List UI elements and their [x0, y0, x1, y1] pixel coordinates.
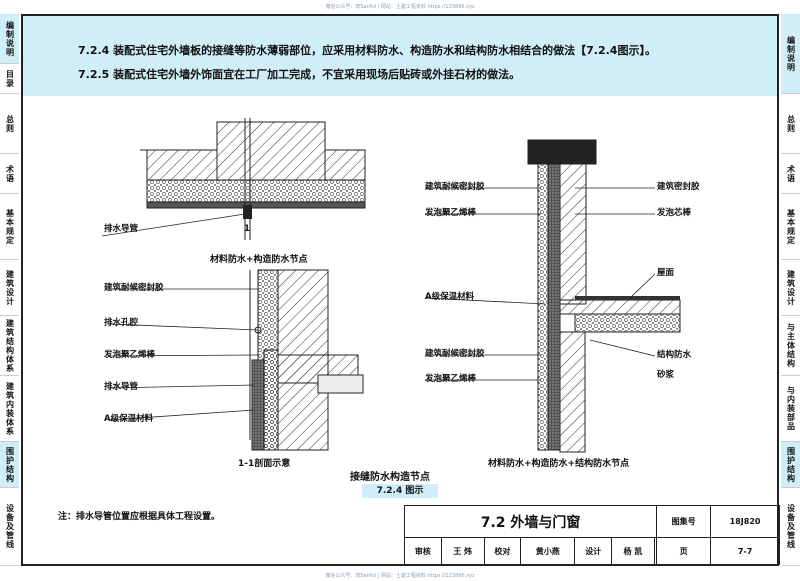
page-frame	[21, 14, 779, 566]
clause-header	[23, 16, 777, 96]
atlas-label: 图集号	[656, 505, 712, 538]
page-number: 7-7	[710, 537, 780, 565]
right-tab-zongze[interactable]: 总则	[781, 94, 800, 154]
watermark-top: 微信公众号：筑Sanful | 网站：土建工程资料 https://123896…	[325, 4, 475, 10]
right-tab-weihu[interactable]: 围护结构	[781, 442, 800, 488]
right-tab-neizhuang[interactable]: 与内装部品	[781, 376, 800, 442]
caption-top-detail: 材料防水+构造防水节点	[210, 255, 308, 265]
page-label: 页	[656, 537, 712, 565]
label-right-foam-top: 发泡聚乙烯棒	[425, 208, 477, 218]
title-block: 7.2 外墙与门窗 图集号 18J820 审核 王 炜 校对 黄小燕 设计 杨 …	[403, 505, 780, 565]
detail-section-1-1	[249, 269, 364, 451]
label-foam-core-rod: 发泡芯棒	[657, 208, 692, 218]
label-drain-cavity: 排水孔腔	[104, 318, 139, 328]
review-label: 审核	[404, 537, 442, 565]
clause-7-2-5: 7.2.5 装配式住宅外墙外饰面宜在工厂加工完成，不宜采用现场后贴砖或外挂石材的…	[78, 68, 521, 81]
right-tab-jianzhu[interactable]: 建筑设计	[781, 260, 800, 316]
detail-material-construction-top	[140, 118, 366, 240]
left-tab-bianzhi[interactable]: 编制说明	[0, 14, 19, 64]
design-name: 杨 凯	[611, 537, 655, 565]
left-tab-shuyu[interactable]: 术语	[0, 154, 19, 194]
caption-main: 接缝防水构造节点	[350, 472, 430, 483]
label-right-insulation: A级保温材料	[425, 292, 475, 302]
review-name: 王 炜	[440, 537, 485, 565]
right-tab-zhuti[interactable]: 与主体结构	[781, 316, 800, 376]
left-tab-jiben[interactable]: 基本规定	[0, 194, 19, 260]
caption-right-detail: 材料防水+构造防水+结构防水节点	[488, 459, 630, 469]
label-roof: 屋面	[657, 268, 675, 278]
left-tab-jiegou[interactable]: 建筑结构体系	[0, 316, 19, 376]
label-drain-pipe-section: 排水导管	[104, 382, 139, 392]
label-right-sealant-bottom: 建筑耐候密封胶	[425, 349, 485, 359]
leader-lines	[101, 187, 656, 421]
label-structural-waterproof: 结构防水	[657, 350, 692, 360]
label-sealant-section: 建筑耐候密封胶	[104, 283, 164, 293]
left-tab-jianzhu[interactable]: 建筑设计	[0, 260, 19, 316]
design-label: 设计	[574, 537, 613, 565]
check-name: 黄小燕	[520, 537, 576, 565]
section-mark: 1	[244, 224, 250, 234]
footnote: 注：排水导管位置应根据具体工程设置。	[58, 512, 221, 522]
label-right-sealant-top: 建筑耐候密封胶	[425, 182, 485, 192]
title-block-title: 7.2 外墙与门窗	[403, 505, 658, 538]
label-right-foam-bottom: 发泡聚乙烯棒	[425, 374, 477, 384]
caption-section-1-1: 1-1剖面示意	[238, 459, 291, 469]
figure-number: 7.2.4 图示	[362, 484, 438, 498]
left-tab-zongze[interactable]: 总则	[0, 94, 19, 154]
left-tab-shebei[interactable]: 设备及管线	[0, 488, 19, 566]
left-tab-neizhuang[interactable]: 建筑内装体系	[0, 376, 19, 442]
label-foam-rod-section: 发泡聚乙烯棒	[104, 350, 156, 360]
label-building-sealant: 建筑密封胶	[657, 182, 700, 192]
right-tab-shebei[interactable]: 设备及管线	[781, 488, 800, 566]
signature-area	[653, 537, 658, 565]
label-mortar: 砂浆	[657, 370, 675, 380]
left-tab-mulu[interactable]: 目录	[0, 64, 19, 94]
watermark-bottom: 微信公众号：筑Sanful | 网站：土建工程资料 https://123896…	[325, 573, 475, 579]
clause-7-2-4: 7.2.4 装配式住宅外墙板的接缝等防水薄弱部位，应采用材料防水、构造防水和结构…	[78, 44, 656, 57]
check-label: 校对	[483, 537, 522, 565]
atlas-number: 18J820	[710, 505, 780, 538]
label-insulation-section: A级保温材料	[104, 414, 154, 424]
right-tab-bianzhi[interactable]: 编制说明	[781, 14, 800, 94]
label-drain-pipe-top: 排水导管	[104, 224, 139, 234]
right-tab-shuyu[interactable]: 术语	[781, 154, 800, 194]
left-tab-weihu[interactable]: 围护结构	[0, 442, 19, 488]
detail-right-structural	[527, 139, 681, 453]
right-tab-jiben[interactable]: 基本规定	[781, 194, 800, 260]
